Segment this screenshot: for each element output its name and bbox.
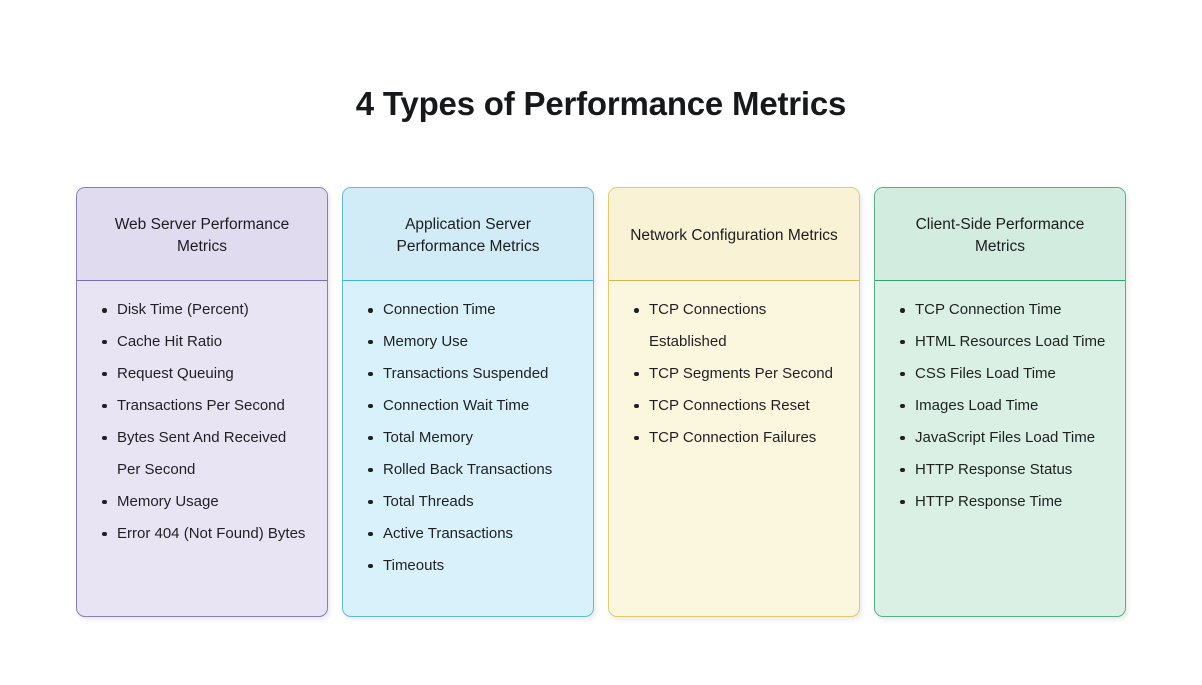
list-item: Disk Time (Percent): [102, 294, 311, 326]
list-item: CSS Files Load Time: [900, 358, 1109, 390]
list-item: Memory Usage: [102, 486, 311, 518]
card-header-title: Network Configuration Metrics: [630, 227, 838, 244]
list-item: JavaScript Files Load Time: [900, 422, 1109, 454]
card-header: Application Server Performance Metrics: [343, 188, 593, 281]
card-network-configuration-metrics: Network Configuration Metrics TCP Connec…: [608, 187, 860, 617]
list-item: Bytes Sent And Received Per Second: [102, 422, 311, 486]
list-item: HTTP Response Time: [900, 486, 1109, 518]
list-item: Images Load Time: [900, 390, 1109, 422]
list-item: Rolled Back Transactions: [368, 454, 577, 486]
list-item: HTML Resources Load Time: [900, 326, 1109, 358]
metric-list: Disk Time (Percent) Cache Hit Ratio Requ…: [89, 294, 315, 550]
list-item: TCP Connections Reset: [634, 390, 843, 422]
list-item: TCP Connection Time: [900, 294, 1109, 326]
card-header: Client-Side Performance Metrics: [875, 188, 1125, 281]
list-item: Total Threads: [368, 486, 577, 518]
list-item: TCP Connections Established: [634, 294, 843, 358]
card-header-title: Web Server Performance Metrics: [114, 216, 290, 255]
card-header-title: Client-Side Performance Metrics: [915, 216, 1085, 255]
metric-list: TCP Connections Established TCP Segments…: [621, 294, 847, 454]
page-title: 4 Types of Performance Metrics: [355, 85, 847, 122]
card-body: Disk Time (Percent) Cache Hit Ratio Requ…: [77, 281, 327, 616]
metric-list: TCP Connection Time HTML Resources Load …: [887, 294, 1113, 518]
list-item: TCP Segments Per Second: [634, 358, 843, 390]
list-item: Error 404 (Not Found) Bytes: [102, 518, 311, 550]
list-item: Memory Use: [368, 326, 577, 358]
list-item: Request Queuing: [102, 358, 311, 390]
card-header: Network Configuration Metrics: [609, 188, 859, 281]
list-item: HTTP Response Status: [900, 454, 1109, 486]
list-item: Active Transactions: [368, 518, 577, 550]
metric-list: Connection Time Memory Use Transactions …: [355, 294, 581, 581]
card-application-server-performance-metrics: Application Server Performance Metrics C…: [342, 187, 594, 617]
list-item: Connection Time: [368, 294, 577, 326]
list-item: Transactions Suspended: [368, 358, 577, 390]
metrics-card-group: Web Server Performance Metrics Disk Time…: [76, 187, 1126, 617]
list-item: TCP Connection Failures: [634, 422, 843, 454]
list-item: Timeouts: [368, 550, 577, 582]
card-header-title: Application Server Performance Metrics: [396, 216, 540, 255]
list-item: Cache Hit Ratio: [102, 326, 311, 358]
card-web-server-performance-metrics: Web Server Performance Metrics Disk Time…: [76, 187, 328, 617]
card-body: Connection Time Memory Use Transactions …: [343, 281, 593, 616]
list-item: Connection Wait Time: [368, 390, 577, 422]
card-body: TCP Connection Time HTML Resources Load …: [875, 281, 1125, 616]
card-header: Web Server Performance Metrics: [77, 188, 327, 281]
list-item: Transactions Per Second: [102, 390, 311, 422]
card-client-side-performance-metrics: Client-Side Performance Metrics TCP Conn…: [874, 187, 1126, 617]
card-body: TCP Connections Established TCP Segments…: [609, 281, 859, 616]
list-item: Total Memory: [368, 422, 577, 454]
